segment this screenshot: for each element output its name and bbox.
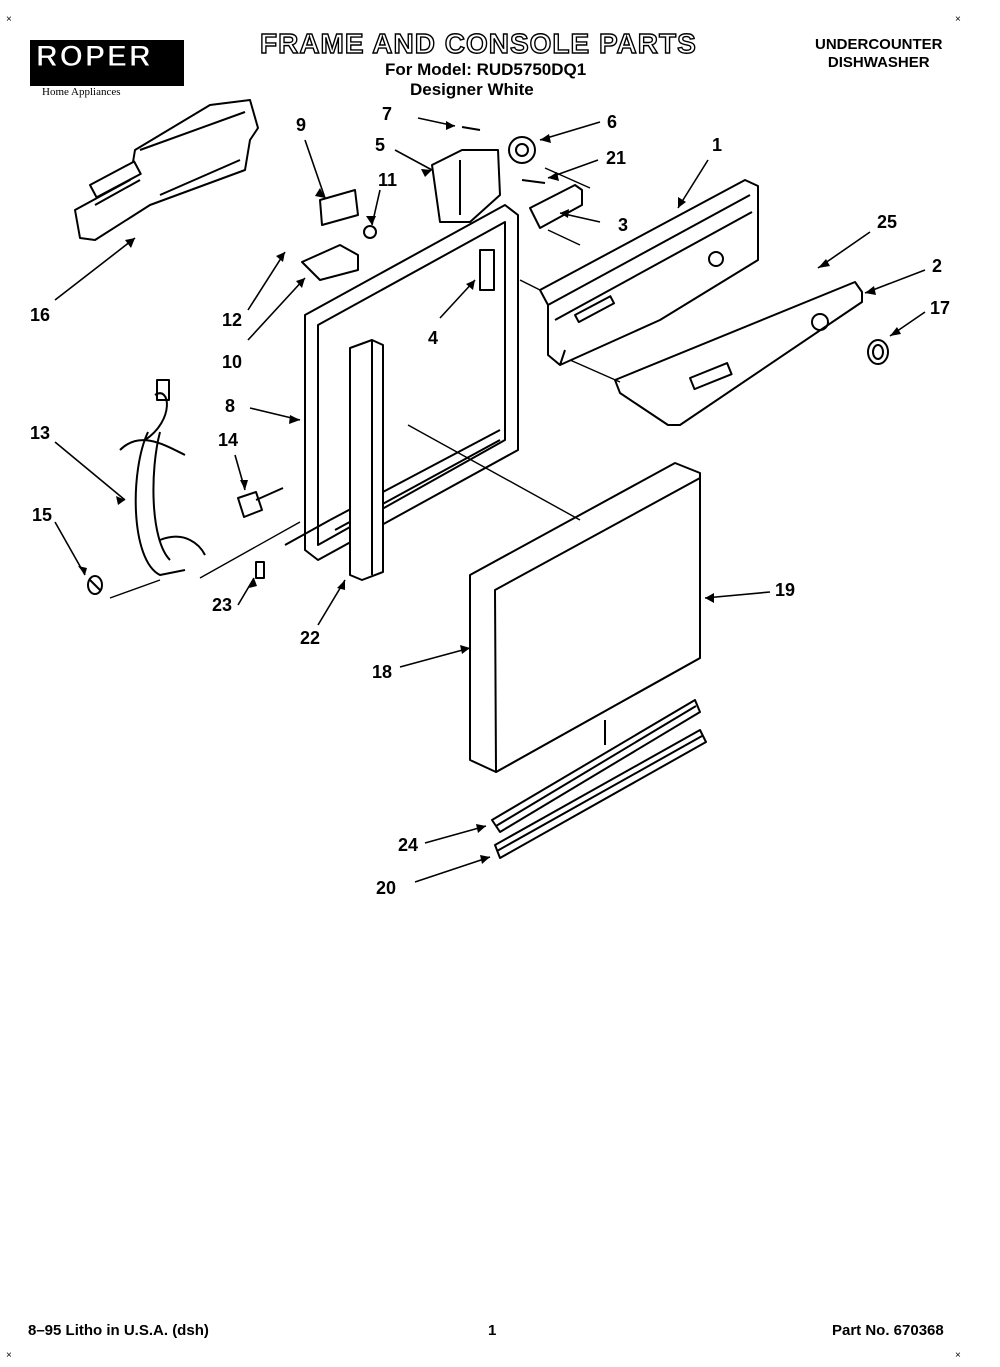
callout-11: 11	[378, 170, 398, 190]
callout-10: 10	[222, 352, 243, 372]
callout-9: 9	[296, 115, 307, 135]
part-5-switch-assembly	[431, 126, 583, 229]
callout-21: 21	[606, 148, 627, 168]
callout-1: 1	[712, 135, 723, 155]
corner-mark-bottom-left: ×	[6, 1350, 12, 1361]
callout-22: 22	[300, 628, 321, 648]
brand-subtitle: Home Appliances	[42, 86, 121, 98]
callout-arrowheads	[78, 121, 901, 864]
trademark-mark: ™	[172, 42, 181, 52]
part-19-door-panel	[469, 462, 701, 773]
callout-25: 25	[877, 212, 898, 232]
callout-3: 3	[618, 215, 629, 235]
corner-mark-top-left: ×	[6, 14, 12, 25]
leader-lines	[109, 167, 621, 599]
part-22-side-trim	[349, 339, 384, 581]
corner-mark-bottom-right: ×	[955, 1350, 961, 1361]
part-number: Part No. 670368	[832, 1322, 944, 1339]
callout-14: 14	[218, 430, 239, 450]
callout-7: 7	[382, 104, 393, 124]
appliance-line-2: DISHWASHER	[827, 54, 930, 71]
callout-4: 4	[428, 328, 439, 348]
model-line: For Model: RUD5750DQ1	[385, 60, 587, 79]
part-14-sensor	[237, 487, 284, 518]
part-13-wire-harness	[119, 379, 206, 576]
callout-13: 13	[30, 423, 51, 443]
part-16-vent-housing	[74, 99, 259, 241]
part-20-kick-trim	[494, 729, 707, 859]
part-23-clip	[255, 561, 265, 579]
litho-note: 8–95 Litho in U.S.A. (dsh)	[28, 1322, 209, 1339]
callout-2: 2	[932, 256, 943, 276]
part-24-bottom-trim	[491, 699, 701, 833]
callout-8: 8	[225, 396, 236, 416]
callout-5: 5	[375, 135, 386, 155]
callout-6: 6	[607, 112, 618, 132]
page-title: FRAME AND CONSOLE PARTS	[259, 27, 697, 59]
callout-23: 23	[212, 595, 233, 615]
part-2-control-panel	[614, 281, 863, 426]
callout-15: 15	[32, 505, 53, 525]
callout-19: 19	[775, 580, 796, 600]
part-15-screw	[87, 575, 103, 595]
roper-logo	[30, 40, 184, 86]
part-1-console	[539, 179, 759, 366]
callout-arrows	[54, 117, 926, 883]
appliance-line-1: UNDERCOUNTER	[815, 36, 943, 53]
callout-17: 17	[930, 298, 951, 318]
callout-16: 16	[30, 305, 51, 325]
brand-name: ROPER	[36, 40, 153, 74]
part-17-knob	[867, 339, 889, 365]
appliance-type: UNDERCOUNTER DISHWASHER	[815, 36, 943, 72]
corner-mark-top-right: ×	[955, 14, 961, 25]
part-10-latch-assembly	[301, 189, 377, 281]
callout-18: 18	[372, 662, 393, 682]
callout-20: 20	[376, 878, 397, 898]
callout-24: 24	[398, 835, 419, 855]
color-line: Designer White	[410, 80, 534, 99]
page-number: 1	[488, 1322, 497, 1339]
callout-12: 12	[222, 310, 243, 330]
